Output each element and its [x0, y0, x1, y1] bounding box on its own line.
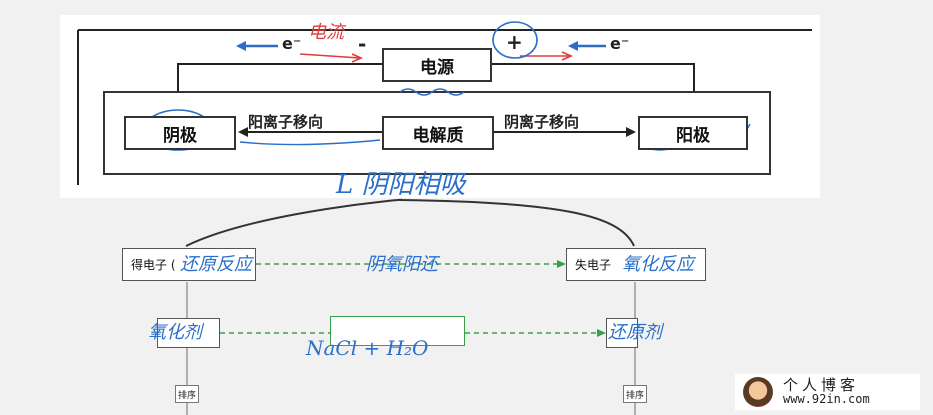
- watermark-url: www.92in.com: [783, 392, 870, 406]
- power-source-box: 电源: [382, 48, 492, 82]
- anion-arrow-head: [626, 127, 636, 137]
- electrolyte-box: 电解质: [382, 116, 494, 150]
- watermark-avatar: [743, 377, 773, 407]
- reductant-box: [606, 318, 638, 348]
- electron-arrow-left-head: [236, 41, 246, 51]
- gain-electrons-box: 得电子 (: [122, 248, 256, 281]
- watermark-title: 个人博客: [783, 376, 860, 394]
- handwritten-oxidant: 氧化剂: [148, 322, 202, 343]
- top-panel: [60, 15, 820, 198]
- cation-flow-label: 阳离子移向: [248, 113, 324, 131]
- solution-box: [330, 316, 465, 346]
- minus-sign: -: [358, 32, 367, 56]
- lose-electrons-box: 失电子: [566, 248, 706, 281]
- oxidant-box: [157, 318, 220, 348]
- connecting-arc: [185, 198, 635, 247]
- current-arrow-left-head: [351, 53, 363, 63]
- current-arrow-left: [299, 53, 361, 59]
- wire-left: [177, 63, 382, 92]
- handwritten-oxidation: 氧化反应: [622, 254, 694, 275]
- cathode-box: 阴极: [124, 116, 236, 150]
- electron-label-right: e⁻: [610, 34, 630, 53]
- anion-flow-label: 阴离子移向: [504, 113, 580, 131]
- handwritten-current: 电流: [308, 22, 344, 43]
- handwritten-title: L 阴阳相吸: [336, 170, 466, 200]
- watermark: 个人博客 www.92in.com: [735, 374, 920, 410]
- electron-arrow-right-head: [568, 41, 578, 51]
- left-sort-box: 排序: [175, 385, 199, 403]
- current-arrow-right-head: [561, 51, 573, 61]
- handwritten-cathode-reduction: 阴氧阳还: [366, 254, 438, 275]
- right-sort-box: 排序: [623, 385, 647, 403]
- electron-label-left: e⁻: [282, 34, 302, 53]
- cation-arrow-head: [238, 127, 248, 137]
- anode-box: 阳极: [638, 116, 748, 150]
- plus-circle-mark: [492, 21, 538, 59]
- plus-sign: +: [506, 30, 523, 54]
- wire-right: [492, 63, 695, 92]
- dashed-arrow-mid-head: [597, 329, 606, 337]
- handwritten-reduction: 还原反应: [180, 254, 252, 275]
- squiggle-under-source: [399, 88, 465, 96]
- squiggle-under-arrow: [239, 139, 381, 146]
- electrolyte-cell: [103, 91, 771, 175]
- handwritten-reductant: 还原剂: [608, 322, 662, 343]
- handwritten-solution: NaCl + H₂O: [306, 336, 429, 360]
- dashed-arrow-top-head: [557, 260, 566, 268]
